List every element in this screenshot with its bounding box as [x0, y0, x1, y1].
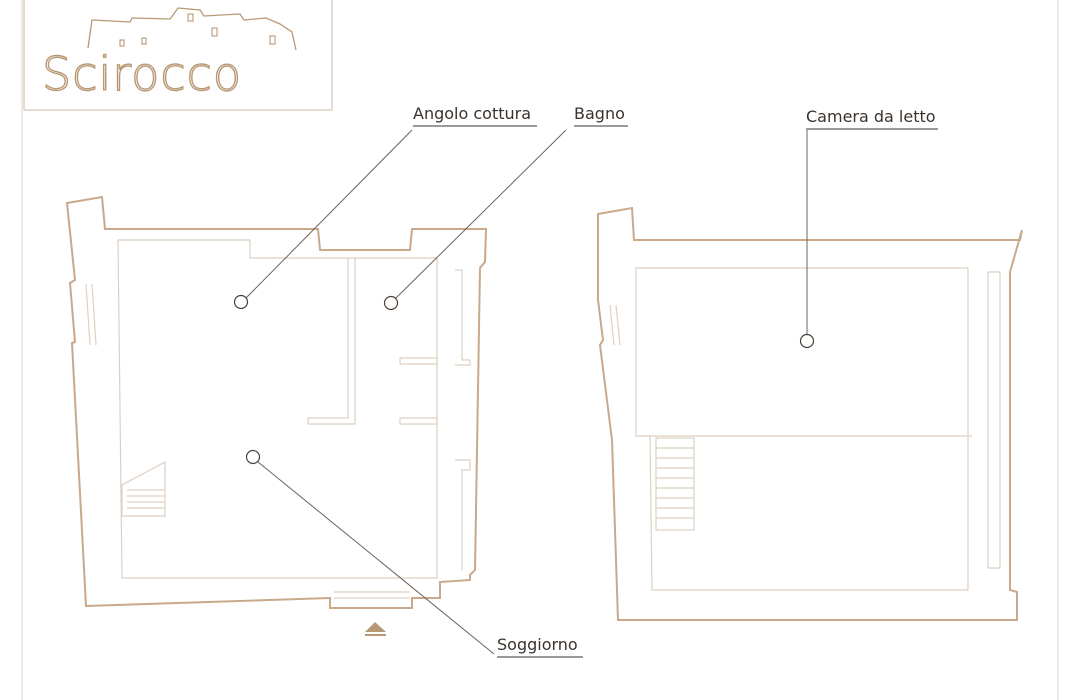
upper-floor-outer-wall [597, 206, 1023, 621]
marker-bagno [383, 295, 399, 311]
ground-floor-staircase [121, 460, 166, 517]
ground-floor-outer-wall [65, 195, 488, 609]
entrance-triangle-icon [365, 622, 386, 636]
callout-bagno: Bagno [383, 104, 628, 311]
brand-name: Scirocco [42, 47, 242, 101]
page-frame [21, 0, 1059, 700]
right-wall-detail [455, 269, 471, 570]
logo-frame [23, 0, 333, 111]
ground-floor-plan [65, 195, 488, 636]
marker-angolo-cottura [233, 294, 249, 310]
ground-floor-inner-wall [117, 239, 438, 579]
upper-left-window [609, 304, 621, 346]
label-bagno: Bagno [574, 104, 625, 123]
entrance-door [334, 591, 410, 599]
callout-angolo-cottura: Angolo cottura [233, 104, 537, 310]
label-angolo-cottura: Angolo cottura [413, 104, 531, 123]
upper-floor-staircase [655, 437, 695, 531]
callout-soggiorno: Soggiorno [245, 449, 583, 658]
logo: Scirocco [23, 0, 333, 111]
upper-floor-plan [597, 206, 1023, 621]
callout-camera-da-letto: Camera da letto [799, 107, 938, 349]
castle-windows-icon [119, 13, 276, 47]
upper-floor-inner-wall [635, 267, 969, 591]
castle-skyline-logo [87, 7, 297, 51]
marker-soggiorno [245, 449, 261, 465]
marker-camera-da-letto [799, 333, 815, 349]
left-window [85, 283, 97, 346]
label-soggiorno: Soggiorno [497, 635, 578, 654]
bathroom-partition [307, 258, 438, 425]
upper-right-wall-detail [987, 271, 1001, 569]
label-camera-da-letto: Camera da letto [806, 107, 936, 126]
